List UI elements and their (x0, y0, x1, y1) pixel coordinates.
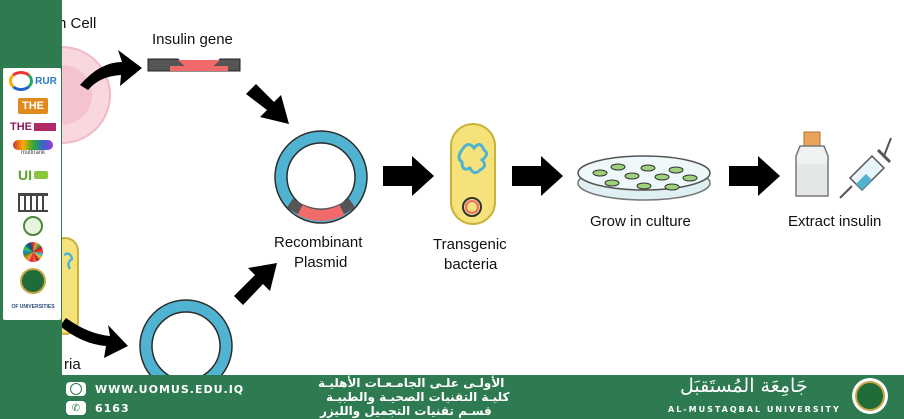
culture-dish (577, 155, 711, 201)
university-footer: WWW.UOMUS.EDU.IQ ✆ 6163 الأولـى علـى الج… (0, 375, 904, 419)
label-insulin-gene: Insulin gene (152, 31, 233, 48)
phone-icon: ✆ (66, 401, 86, 415)
arabic-line-2: كليـة التقنيات الصحيـة والطبيـة (326, 390, 510, 404)
arrow-culture-to-extract (729, 156, 780, 196)
phone-number: 6163 (95, 402, 130, 415)
arrow-cell-to-gene (80, 50, 142, 90)
website-link[interactable]: WWW.UOMUS.EDU.IQ (95, 383, 245, 396)
insulin-vial (795, 131, 829, 197)
university-english-name: AL-MUSTAQBAL UNIVERSITY (668, 405, 841, 414)
sdg-wheel-logo (7, 240, 59, 264)
emblem-logo-1 (7, 216, 59, 236)
arrow-bacteria-to-plasmid (60, 318, 128, 358)
university-arabic-name: جَامِعَة المُستَقبَل (680, 375, 808, 397)
arrow-empty-to-recombinant (234, 263, 277, 305)
ranking-logo-panel: RUR THE THE multirank UI OF UNI (3, 68, 61, 320)
label-extract-insulin: Extract insulin (788, 213, 882, 230)
multirank-logo: multirank (7, 138, 59, 158)
building-logo (7, 192, 59, 212)
of-universities-logo: OF UNIVERSITIES (11, 304, 55, 310)
arabic-line-1: الأولـى علـى الجامـعـات الأهليـة (318, 376, 505, 390)
ranking-sidebar: RUR THE THE multirank UI OF UNI (0, 0, 62, 375)
emblem-logo-2 (7, 268, 59, 294)
the-logo: THE (7, 96, 59, 116)
arrow-bacteria-to-culture (512, 156, 563, 196)
label-recombinant-plasmid-line1: Recombinant (274, 234, 363, 251)
label-transgenic-line1: Transgenic (433, 236, 507, 253)
rur-logo: RUR (7, 70, 59, 92)
ui-greenmetric-logo: UI (7, 164, 59, 186)
label-transgenic-line2: bacteria (444, 256, 498, 273)
label-human-cell: n Cell (58, 15, 97, 32)
transgenic-bacterium (450, 123, 496, 225)
university-seal-logo (852, 378, 888, 414)
syringe (839, 137, 892, 199)
globe-icon (66, 382, 86, 396)
arrow-plasmid-to-bacteria (383, 156, 434, 196)
arabic-line-3: قسـم تقنيات التجميل والليزر (320, 404, 492, 418)
label-recombinant-plasmid-line2: Plasmid (294, 254, 348, 271)
the-impact-logo: THE (7, 120, 59, 134)
label-bacteria: ria (64, 356, 81, 373)
label-grow-in-culture: Grow in culture (590, 213, 691, 230)
recombinant-plasmid (274, 130, 368, 224)
arrow-gene-to-plasmid (246, 84, 289, 124)
insulin-gene-fragment (147, 58, 241, 72)
